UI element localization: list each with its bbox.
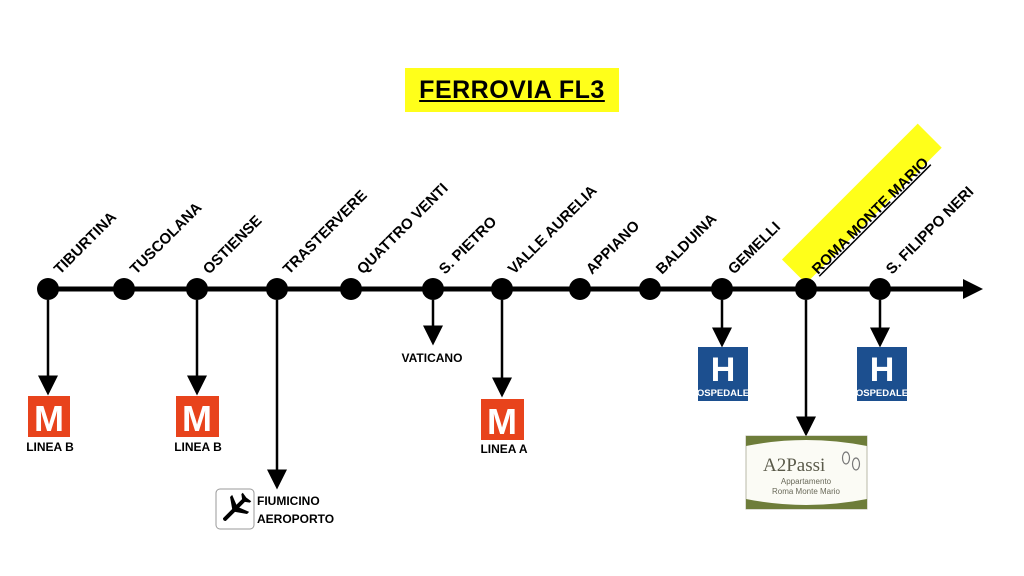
airplane-icon[interactable] [215, 488, 255, 530]
page-title: FERROVIA FL3 [419, 75, 605, 104]
hospital-label: OSPEDALE [856, 388, 908, 399]
a2passi-logo[interactable]: A2Passi Appartamento Roma Monte Mario [745, 435, 868, 510]
station-label: GEMELLI [725, 219, 784, 278]
footprints-icon [841, 451, 861, 471]
metro-icon[interactable]: M [176, 396, 219, 439]
metro-icon[interactable]: M [481, 399, 524, 442]
station-tiburtina[interactable]: TIBURTINA [37, 209, 120, 300]
a2passi-line1: Appartamento [781, 477, 832, 486]
vaticano-label: VATICANO [402, 351, 463, 365]
station-label: OSTIENSE [200, 212, 266, 278]
airport-label-1: FIUMICINO [257, 494, 320, 508]
hospital-letter: H [870, 351, 895, 389]
metro-icon[interactable]: M [28, 396, 70, 439]
hospital-label: OSPEDALE [697, 388, 749, 399]
highlight-band [781, 123, 942, 284]
station-label: BALDUINA [653, 210, 721, 278]
a2passi-line2: Roma Monte Mario [772, 487, 841, 496]
metro-line-label: LINEA B [174, 440, 222, 454]
metro-letter: M [34, 398, 64, 439]
hospital-letter: H [711, 351, 736, 389]
station-label: S. PIETRO [436, 213, 501, 278]
metro-line-label: LINEA B [26, 440, 74, 454]
hospital-icon[interactable]: H OSPEDALE [697, 347, 749, 401]
airport-label-2: AEROPORTO [257, 512, 334, 526]
station-label: TIBURTINA [51, 209, 120, 278]
connectors [38, 300, 890, 490]
metro-letter: M [487, 401, 517, 442]
station-label: QUATTRO VENTI [354, 180, 452, 278]
a2passi-brand: A2Passi [763, 455, 825, 476]
hospital-icon[interactable]: H OSPEDALE [856, 347, 908, 401]
metro-letter: M [182, 398, 212, 439]
station-label: APPIANO [583, 217, 644, 278]
station-label: TUSCOLANA [127, 199, 206, 278]
title-banner: FERROVIA FL3 [405, 68, 619, 112]
metro-line-label: LINEA A [480, 442, 527, 456]
